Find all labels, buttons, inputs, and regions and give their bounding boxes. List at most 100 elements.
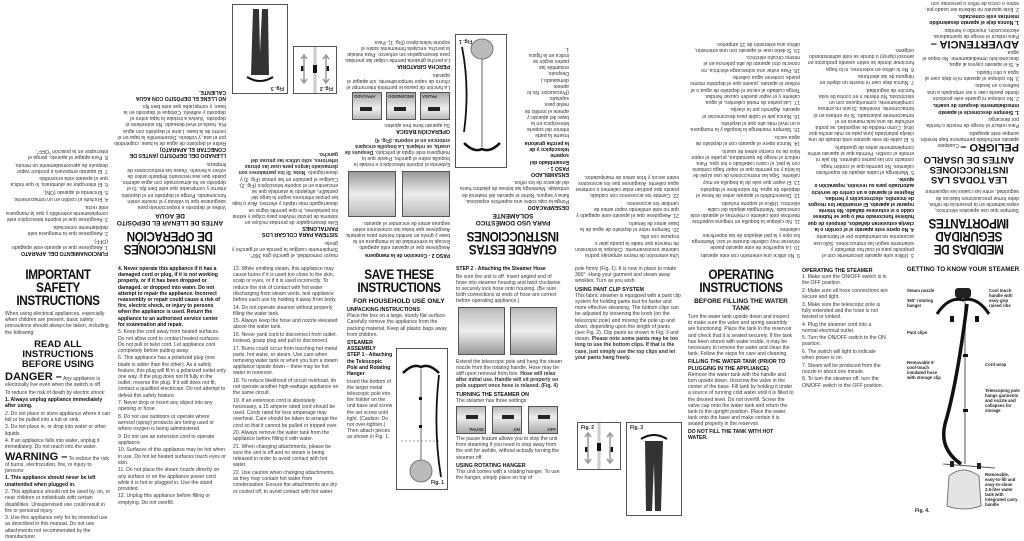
es-fig2-figure: Fig. 2 [293, 46, 337, 94]
unpack-heading: UNPACKING INSTRUCTIONS [347, 307, 420, 313]
es-danger-list: Para reducir el riesgo de muerte o herid… [919, 48, 1019, 128]
pants-hanger-illustration [640, 434, 668, 511]
fig2-label: Fig. 2 [581, 425, 595, 431]
setting-label: ON [513, 426, 520, 432]
turning-text: The steamer has three settings: [456, 397, 528, 404]
list-item: 7. Steam will be produced from the nozzl… [802, 362, 881, 375]
list-item: 10. Surfaces of this appliance may be ho… [118, 447, 226, 466]
list-item: 3. Asegúrese que el soporte telescópico … [6, 203, 108, 223]
list-item: 7. Never drop or insert any object into … [118, 400, 213, 413]
es-steps-column: FUNCIONAMIENTO DEL APARATO 1. Asegúrese … [4, 146, 108, 258]
es-warning: ADVERTENCIA – Para reducir el riesgo de … [930, 26, 1019, 51]
operating-column: OPERATING INSTRUCTIONS BEFORE FILLING TH… [688, 266, 794, 443]
list-item: 5. Mantenga el cable alejado de superfic… [807, 143, 914, 175]
list-item: 4. Enchufe el cordón en un tomacorriente… [13, 196, 108, 203]
list-item: 4. If an appliance falls into water, unp… [5, 438, 100, 451]
fig3-label: Fig. 3 [630, 425, 644, 431]
list-item: 15. Siempre mantenga la boquilla y la ma… [690, 120, 800, 133]
safety-column-3: 13. While emitting steam, this appliance… [233, 266, 339, 496]
es-turning-heading: OPERACIÓN BÁSICA [396, 128, 450, 135]
step1-heading: STEP 1 - Attaching the Telescopic Pole a… [347, 352, 393, 378]
setting-label: APAGADO [354, 94, 376, 100]
label-steam-nozzle: Steam nozzle [907, 288, 935, 293]
read-all-heading: READ ALL INSTRUCTIONS BEFORE USING [21, 338, 95, 370]
list-item: 12. Unplug this appliance before filling… [118, 493, 211, 506]
danger-block: DANGER – Any appliance is electrically l… [5, 370, 102, 389]
es-before-heading: ANTES DE LLENAR EL DEPÓSITO DE AGUA [116, 212, 224, 226]
list-item: 4. Plug the steamer cord into a normal e… [802, 321, 872, 334]
setting-photo: OFF [528, 405, 558, 434]
pant-clips-illustration [300, 47, 330, 93]
pause-text: The pause feature allows you to stop the… [456, 435, 560, 461]
list-item: 1. Always unplug appliance immediately a… [5, 397, 103, 410]
list-item: 8. Para apagar el aparato, ponga el inte… [27, 147, 108, 161]
safety-column-2: 4. Never operate this appliance if it ha… [118, 266, 226, 507]
hose-photo [402, 171, 450, 218]
list-item: 6. El cable de este aparato está dotado … [808, 86, 914, 143]
es-fig1-figure: Fig. 1 [455, 34, 507, 168]
es-step2-column: PASO 2 - Conexión de la manguera Asegúre… [344, 37, 450, 258]
list-item: 1. Nunca deje el aparato desatendido mie… [929, 13, 1019, 26]
es-extend-text: Extienda el soporte telescópico e instal… [344, 136, 450, 168]
setting-photo: ENCENDIDO [386, 92, 416, 121]
list-item: 17. Burns could occur from touching hot … [233, 345, 338, 377]
hose-photo [348, 171, 396, 218]
es-pant-text: Este desarrugador de prendas incluye un … [232, 150, 338, 225]
es-operating-title: INSTRUCCIONES DE OPERACIÓN [124, 229, 216, 258]
step2-column: STEP 2 - Attaching the Steamer Hose Be s… [456, 266, 562, 483]
safety-column-1: IMPORTANT SAFETY INSTRUCTIONS When using… [5, 266, 111, 541]
fig1-label: Fig. 1 [430, 480, 444, 486]
unpack-text: Place the box on a large, sturdy flat su… [347, 313, 447, 338]
label-cord-wrap: Cord wrap [985, 362, 1007, 367]
fig3-figure: Fig. 3 [626, 422, 682, 516]
list-item: 6. El interruptor se alumbrará, lo que i… [10, 175, 108, 188]
list-item: Una extensión de menor amperaje podría c… [575, 233, 679, 258]
extend-text: Extend the telescopic pole and hang the … [456, 358, 562, 390]
filling-warning: DO NOT FILL THE TANK WITH HOT WATER. [688, 428, 774, 442]
list-item: 19. If an extension cord is absolutely n… [233, 397, 338, 429]
steamer-pole-illustration [401, 364, 442, 483]
es-filling-heading: LLENADO DEL DEPÓSITO (ANTES DE CONECTAR … [129, 146, 226, 159]
before-filling-text: Turn the water tank upside down and insp… [688, 314, 793, 358]
list-item: 16. Nunca jale el cable para desconectar… [702, 106, 800, 119]
es-fig3-label: Fig. 3 [270, 85, 284, 91]
operating-title: OPERATING INSTRUCTIONS [699, 266, 783, 295]
list-item: 5. Keep the cord away from heated surfac… [118, 329, 220, 354]
es-household-heading: PARA USO DOMÉSTICO SOLAMENTE [475, 212, 551, 226]
list-item: 22. Use caution when changing attachment… [233, 469, 338, 495]
list-item: 15. Always keep the hose and nozzle elev… [233, 318, 338, 331]
list-item: 3. Use this appliance only for its inten… [5, 515, 108, 540]
list-item: 1. Siempre desconecte el aparato inmedia… [932, 102, 1019, 115]
list-item: 5. Encienda el aparato (ON). [43, 188, 108, 195]
list-item: 4. Never operate this appliance if it ha… [118, 266, 220, 328]
label-water-tank: Removable, easy-to-fill and easy-to-clea… [985, 472, 1018, 507]
es-fig3-figure: Fig. 3 [232, 4, 288, 94]
es-safety-intro: Siempre que use aparatos eléctricos, esp… [924, 188, 1019, 213]
list-item: 5. Turn the ON/OFF switch to the ON posi… [802, 335, 886, 348]
pant-clips-illustration [584, 423, 614, 469]
step1-text: Insert the bottom of the larger metal te… [347, 378, 393, 441]
list-item: 2. No coloque ni guarde este producto do… [927, 82, 1019, 101]
list-item: 16. Never yank cord to disconnect from o… [233, 331, 337, 345]
fig4-label: Fig. 4. [915, 508, 930, 514]
steamer-pole-illustration [461, 38, 501, 152]
es-pause-text: La función de pausa le permitirá interru… [346, 71, 450, 91]
es-step1-text: Inserte la parte inferior del soporte te… [524, 45, 569, 139]
list-item: 13. While emitting steam, this appliance… [233, 266, 337, 304]
es-unpack-text: Ponga la caja sobre una superficie espac… [459, 179, 569, 204]
turning-heading: TURNING THE STEAMER ON [456, 391, 529, 398]
label-rotating-hanger: 360° rotating hanger [907, 298, 934, 308]
es-filling-warning: NO LLENE EL DEPÓSITO CON AGUA CALIENTE. [136, 89, 226, 102]
list-item: 4. Si el aparato cayera al agua, desconé… [922, 48, 1019, 68]
es-read-all-heading: LEA TODAS LAS INSTRUCCIONES ANTES DE USA… [923, 154, 1015, 186]
es-unpack-heading: DESEMPACADO [527, 204, 569, 210]
list-item: 3. Utilice este aparato únicamente con e… [813, 233, 914, 258]
hose-photo [510, 306, 557, 355]
danger-list: To reduce the risk of death by electric … [5, 390, 111, 451]
es-safety-column-4: Una extensión de menor amperaje podría c… [575, 172, 679, 258]
list-item: 8. To turn the steamer off, turn the ON/… [802, 376, 883, 389]
label-pant-clips: Pant clips [907, 330, 928, 335]
setting-photo: PAUSA [420, 92, 450, 121]
list-item: 2. Do not place or store appliance where… [5, 410, 111, 423]
list-item: 20. Always remove the water tank from th… [233, 430, 330, 443]
